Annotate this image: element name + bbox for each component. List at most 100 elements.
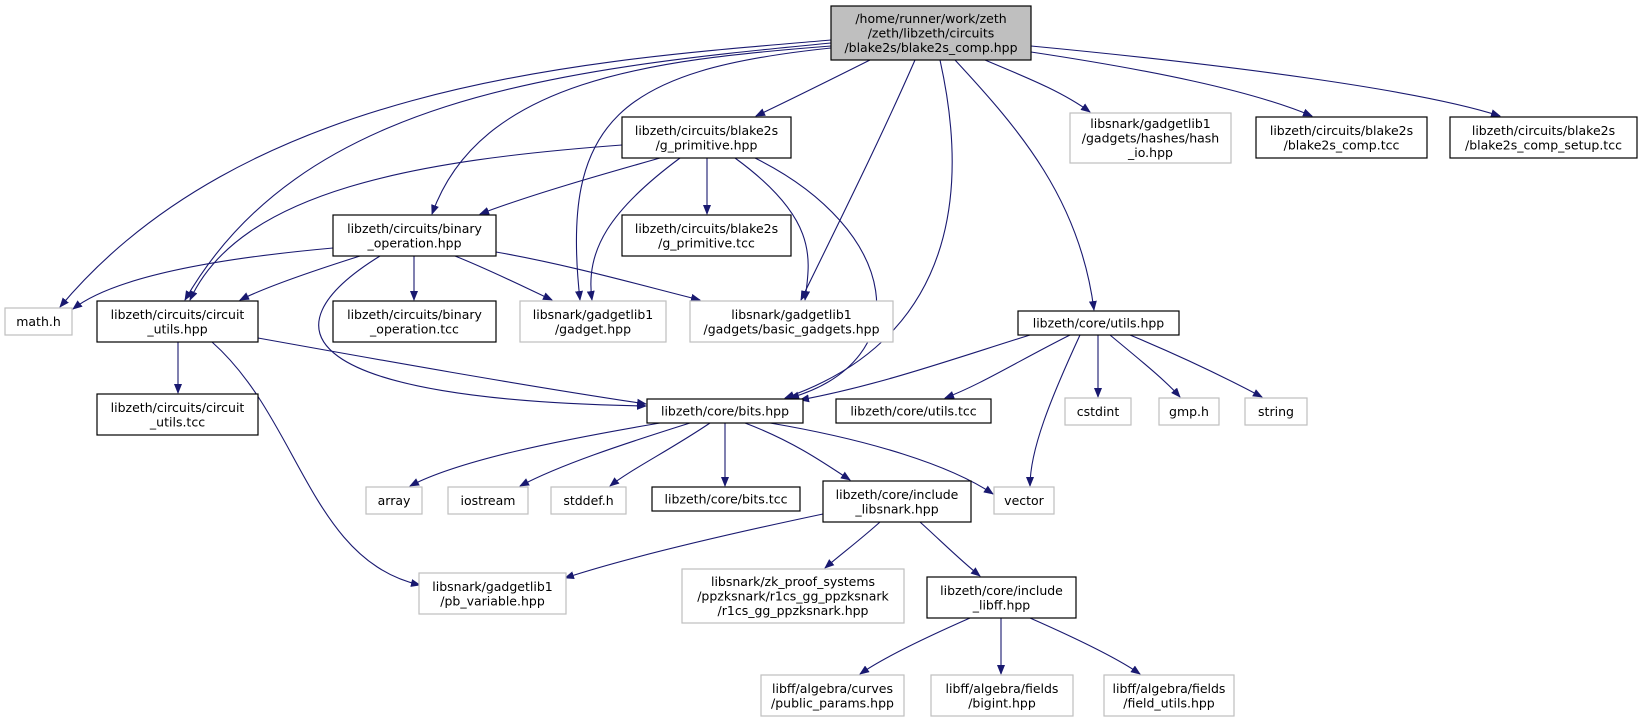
edge-line bbox=[755, 59, 871, 117]
node-include-libff-hpp[interactable]: libzeth/core/include_libff.hpp bbox=[926, 576, 1077, 619]
node-g-primitive-tcc[interactable]: libzeth/circuits/blake2s/g_primitive.tcc bbox=[621, 214, 792, 257]
edge-bits-hpp-to-array bbox=[409, 422, 661, 487]
edge-line bbox=[586, 157, 681, 301]
edge-root-to-gadget-hpp bbox=[575, 47, 832, 301]
node-pb-variable-hpp: libsnark/gadgetlib1/pb_variable.hpp bbox=[418, 572, 567, 615]
node-label-line: /pb_variable.hpp bbox=[440, 593, 545, 608]
node-include-libsnark-hpp[interactable]: libzeth/core/include_libsnark.hpp bbox=[822, 480, 972, 523]
edge-g-primitive-hpp-to-binary-operation-hpp bbox=[479, 157, 661, 215]
node-box bbox=[1158, 397, 1220, 426]
edge-line bbox=[479, 157, 661, 215]
node-box bbox=[332, 300, 497, 343]
node-label-line: stddef.h bbox=[563, 493, 613, 508]
node-label-line: _io.hpp bbox=[1127, 145, 1173, 160]
node-blake2s-comp-setup-tcc[interactable]: libzeth/circuits/blake2s/blake2s_comp_se… bbox=[1449, 116, 1638, 159]
node-label-line: /r1cs_gg_ppzksnark.hpp bbox=[718, 603, 869, 618]
node-label-line: _utils.hpp bbox=[146, 321, 207, 336]
edge-binary-operation-hpp-to-circuit-utils-hpp bbox=[239, 255, 361, 301]
node-label-line: cstdint bbox=[1077, 404, 1120, 419]
nodes-layer: /home/runner/work/zeth/zeth/libzeth/circ… bbox=[4, 5, 1638, 717]
edge-root-to-blake2s-comp-tcc bbox=[1030, 51, 1313, 117]
edge-line bbox=[754, 157, 878, 400]
edge-line bbox=[1026, 334, 1081, 487]
edge-line bbox=[984, 59, 1091, 113]
edge-circuit-utils-hpp-to-pb-variable-hpp bbox=[211, 341, 421, 587]
edge-line bbox=[409, 422, 661, 487]
node-label-line: gmp.h bbox=[1169, 404, 1209, 419]
node-box bbox=[689, 300, 894, 343]
node-label-line: _operation.hpp bbox=[366, 235, 461, 250]
node-box bbox=[1244, 397, 1308, 426]
node-label-line: libzeth/core/utils.hpp bbox=[1033, 316, 1165, 331]
node-utils-tcc[interactable]: libzeth/core/utils.tcc bbox=[835, 398, 992, 424]
node-label-line: /gadgets/basic_gadgets.hpp bbox=[703, 321, 879, 336]
node-bits-tcc[interactable]: libzeth/core/bits.tcc bbox=[651, 486, 801, 512]
edge-line bbox=[734, 157, 811, 301]
node-box bbox=[1255, 116, 1428, 159]
node-box bbox=[621, 116, 792, 159]
edge-line bbox=[859, 617, 971, 675]
node-box bbox=[646, 398, 804, 424]
node-public-params-hpp: libff/algebra/curves/public_params.hpp bbox=[760, 674, 905, 717]
edge-root-to-bits-hpp bbox=[784, 59, 953, 399]
node-label-line: /ppzksnark/r1cs_gg_ppzksnark bbox=[697, 589, 889, 604]
node-binary-operation-tcc[interactable]: libzeth/circuits/binary_operation.tcc bbox=[332, 300, 497, 343]
node-label-line: libsnark/gadgetlib1 bbox=[1090, 116, 1210, 131]
node-label-line: /public_params.hpp bbox=[771, 695, 894, 710]
edge-line bbox=[1030, 45, 1501, 118]
node-box bbox=[550, 486, 627, 515]
node-box bbox=[926, 576, 1077, 619]
node-label-line: libzeth/circuits/binary bbox=[347, 221, 482, 236]
node-bigint-hpp: libff/algebra/fields/bigint.hpp bbox=[930, 674, 1074, 717]
node-field-utils-hpp: libff/algebra/fields/field_utils.hpp bbox=[1103, 674, 1235, 717]
edge-line bbox=[59, 39, 832, 308]
node-utils-hpp[interactable]: libzeth/core/utils.hpp bbox=[1017, 310, 1180, 336]
node-blake2s-comp-tcc[interactable]: libzeth/circuits/blake2s/blake2s_comp.tc… bbox=[1255, 116, 1428, 159]
node-label-line: libzeth/circuits/binary bbox=[347, 307, 482, 322]
edge-root-to-blake2s-comp-setup-tcc bbox=[1030, 45, 1501, 118]
node-label-line: array bbox=[378, 493, 411, 508]
edge-utils-hpp-to-bits-hpp bbox=[799, 334, 1031, 403]
edge-binary-operation-hpp-to-bits-hpp bbox=[318, 255, 647, 410]
node-bits-hpp[interactable]: libzeth/core/bits.hpp bbox=[646, 398, 804, 424]
node-box bbox=[96, 300, 259, 343]
node-label-line: iostream bbox=[461, 493, 516, 508]
edges-layer bbox=[59, 39, 1501, 675]
edge-line bbox=[919, 521, 981, 577]
node-box bbox=[621, 214, 792, 257]
edge-binary-operation-hpp-to-gadget-hpp bbox=[454, 255, 553, 301]
node-g-primitive-hpp[interactable]: libzeth/circuits/blake2s/g_primitive.hpp bbox=[621, 116, 792, 159]
edge-bits-hpp-to-vector bbox=[769, 422, 994, 495]
edge-g-primitive-hpp-to-basic-gadgets-hpp bbox=[734, 157, 811, 301]
edge-utils-hpp-to-utils-tcc bbox=[944, 334, 1071, 399]
edge-line bbox=[318, 255, 647, 410]
node-circuit-utils-tcc[interactable]: libzeth/circuits/circuit_utils.tcc bbox=[96, 393, 259, 436]
node-label-line: /g_primitive.tcc bbox=[658, 235, 755, 250]
edge-include-libsnark-hpp-to-include-libff-hpp bbox=[919, 521, 981, 577]
node-box bbox=[835, 398, 992, 424]
edge-line bbox=[609, 422, 711, 487]
node-label-line: libzeth/core/include bbox=[940, 583, 1063, 598]
node-label-line: libzeth/circuits/blake2s bbox=[635, 221, 778, 236]
node-label-line: /bigint.hpp bbox=[968, 695, 1036, 710]
node-cstdint: cstdint bbox=[1064, 397, 1132, 426]
node-binary-operation-hpp[interactable]: libzeth/circuits/binary_operation.hpp bbox=[332, 214, 497, 257]
edge-bits-hpp-to-iostream bbox=[519, 422, 691, 487]
node-root[interactable]: /home/runner/work/zeth/zeth/libzeth/circ… bbox=[830, 5, 1032, 61]
node-box bbox=[418, 572, 567, 615]
edge-binary-operation-hpp-to-basic-gadgets-hpp bbox=[495, 251, 701, 302]
edge-root-to-circuit-utils-hpp bbox=[184, 42, 832, 301]
node-label-line: libsnark/gadgetlib1 bbox=[533, 307, 653, 322]
node-label-line: /gadget.hpp bbox=[555, 321, 631, 336]
node-box bbox=[332, 214, 497, 257]
edge-line bbox=[784, 59, 953, 399]
node-gadget-hpp: libsnark/gadgetlib1/gadget.hpp bbox=[519, 300, 667, 343]
node-box bbox=[1103, 674, 1235, 717]
node-label-line: libzeth/circuits/blake2s bbox=[1270, 123, 1413, 138]
node-box bbox=[365, 486, 423, 515]
node-vector: vector bbox=[993, 486, 1055, 515]
node-circuit-utils-hpp[interactable]: libzeth/circuits/circuit_utils.hpp bbox=[96, 300, 259, 343]
edge-line bbox=[575, 47, 832, 301]
node-label-line: _libsnark.hpp bbox=[854, 501, 938, 516]
